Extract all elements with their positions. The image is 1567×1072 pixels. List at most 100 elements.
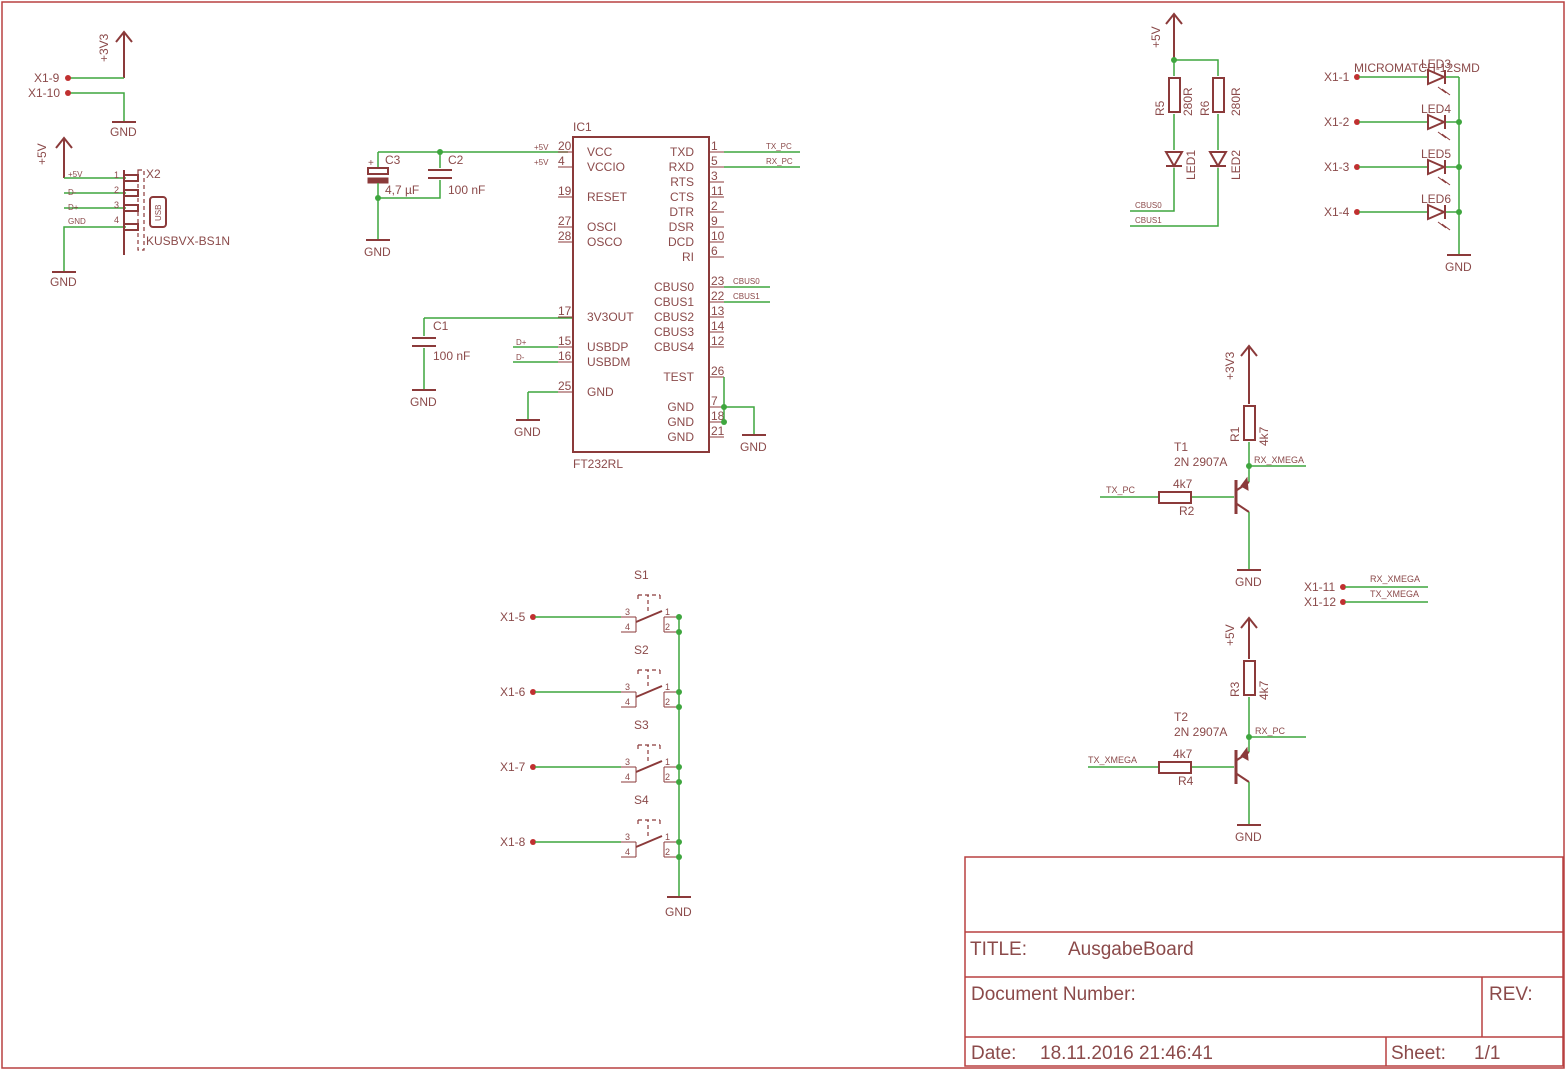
- switch-pin: 1: [665, 832, 670, 842]
- ic1-pin-name: DCD: [668, 235, 694, 249]
- ic1-pin-name: RXD: [669, 160, 695, 174]
- ic1-pin-number: 13: [711, 304, 725, 318]
- led-ref: LED6: [1421, 192, 1451, 206]
- r2-value: 4k7: [1173, 477, 1193, 491]
- led-light-rays: [1437, 86, 1451, 96]
- junction: [676, 689, 682, 695]
- switch-contact: [635, 685, 663, 698]
- switch-pin-lines: [621, 616, 637, 633]
- x1-10-label: X1-10: [28, 86, 60, 100]
- switch-pin: 4: [625, 772, 630, 782]
- t1-in-net: TX_PC: [1106, 485, 1136, 495]
- r1-ref: R1: [1228, 426, 1242, 442]
- r3-ref: R3: [1228, 681, 1242, 697]
- led-light-rays: [1437, 221, 1451, 231]
- ic1-pin-net: RX_PC: [766, 157, 793, 166]
- led-ref: LED3: [1421, 57, 1451, 71]
- ic1-pin-name: RESET: [587, 190, 628, 204]
- r4-value: 4k7: [1173, 747, 1193, 761]
- junction: [676, 704, 682, 710]
- r5-value: 280R: [1181, 87, 1195, 116]
- switch-pin: 3: [625, 832, 630, 842]
- gnd-label: GND: [740, 440, 767, 454]
- ic1-pin-number: 12: [711, 334, 725, 348]
- drawing-title: AusgabeBoard: [1068, 939, 1194, 960]
- x1-9-label: X1-9: [34, 71, 60, 85]
- ic1-pin-name: GND: [667, 400, 694, 414]
- ic1-pin-name: RTS: [670, 175, 694, 189]
- ic1-pin-number: 14: [711, 319, 725, 333]
- switch-pin: 4: [625, 622, 630, 632]
- usb-net-dp: D+: [68, 203, 79, 212]
- junction: [676, 614, 682, 620]
- led-symbol: [1427, 68, 1447, 86]
- ic1-ref: IC1: [573, 120, 592, 134]
- usb-pin: 2: [114, 185, 119, 195]
- cbus0-net: CBUS0: [1135, 201, 1162, 210]
- ic1-pin-name: USBDM: [587, 355, 630, 369]
- junction: [1456, 209, 1462, 215]
- r6-ref: R6: [1198, 100, 1212, 116]
- document-number-label: Document Number:: [971, 984, 1136, 1005]
- ic1-pin-number: 4: [558, 154, 565, 168]
- ic1-pin-number: 17: [558, 304, 572, 318]
- connector-pad: [530, 689, 536, 695]
- r4-ref: R4: [1178, 774, 1194, 788]
- led-light-rays: [1437, 176, 1451, 186]
- ic1-pin-number: 16: [558, 349, 572, 363]
- ic1-pin-number: 2: [711, 199, 718, 213]
- ic1-pin-number: 7: [711, 394, 718, 408]
- junction: [676, 839, 682, 845]
- x1-pin-label: X1-2: [1324, 115, 1350, 129]
- t2-ref: T2: [1174, 710, 1188, 724]
- ic1-pin-name: RI: [682, 250, 694, 264]
- switch-contact: [635, 835, 663, 848]
- sheet-value: 1/1: [1474, 1043, 1500, 1064]
- led-symbol: [1427, 113, 1447, 131]
- supply-label-5v: +5V: [1149, 26, 1163, 48]
- junction: [676, 764, 682, 770]
- connector-pad: [530, 764, 536, 770]
- output-led-value: MICROMATCH-12SMD: [1354, 61, 1480, 75]
- r1-value: 4k7: [1257, 426, 1271, 446]
- led-symbol: [1427, 203, 1447, 221]
- ic1-pin-name: 3V3OUT: [587, 310, 634, 324]
- ic1-pin-number: 18: [711, 409, 725, 423]
- switch-pin: 4: [625, 847, 630, 857]
- ic1-pin-net: +5V: [534, 143, 549, 152]
- ic1-pin-name: DSR: [669, 220, 695, 234]
- xmega-uart-header: X1-11 X1-12 RX_XMEGA TX_XMEGA: [1304, 574, 1428, 609]
- ic1-pin-number: 1: [711, 139, 718, 153]
- ic1-pin-net: CBUS0: [733, 277, 760, 286]
- c1-ref: C1: [433, 319, 449, 333]
- connector-pad: [1354, 74, 1360, 80]
- junction: [676, 629, 682, 635]
- cbus1-net: CBUS1: [1135, 216, 1162, 225]
- ic1-pin-name: OSCO: [587, 235, 622, 249]
- ic1-pin-net: +5V: [534, 158, 549, 167]
- usb-pin: 4: [114, 215, 119, 225]
- t2-in-net: TX_XMEGA: [1088, 755, 1137, 765]
- usb-icon: USB: [149, 196, 167, 228]
- x1-pin-label: X1-4: [1324, 205, 1350, 219]
- supply-label-3v3: +3V3: [1223, 351, 1237, 380]
- supply-label-3v3: +3V3: [97, 33, 111, 62]
- led-symbol: [1427, 158, 1447, 176]
- t1-ref: T1: [1174, 440, 1188, 454]
- junction: [676, 779, 682, 785]
- connector-pad: [1354, 119, 1360, 125]
- ic1-pin-number: 19: [558, 184, 572, 198]
- r3-value: 4k7: [1257, 680, 1271, 700]
- switch-pin: 1: [665, 757, 670, 767]
- c3-value: 4,7 µF: [385, 183, 419, 197]
- switch-ref: S1: [634, 568, 649, 582]
- ic1-pin-name: CBUS2: [654, 310, 694, 324]
- junction: [1456, 164, 1462, 170]
- ic1-pin-number: 11: [711, 184, 724, 198]
- switch-pin-lines: [621, 691, 637, 708]
- switch-ref: S3: [634, 718, 649, 732]
- switch-pin: 2: [665, 697, 670, 707]
- c3-ref: C3: [385, 153, 401, 167]
